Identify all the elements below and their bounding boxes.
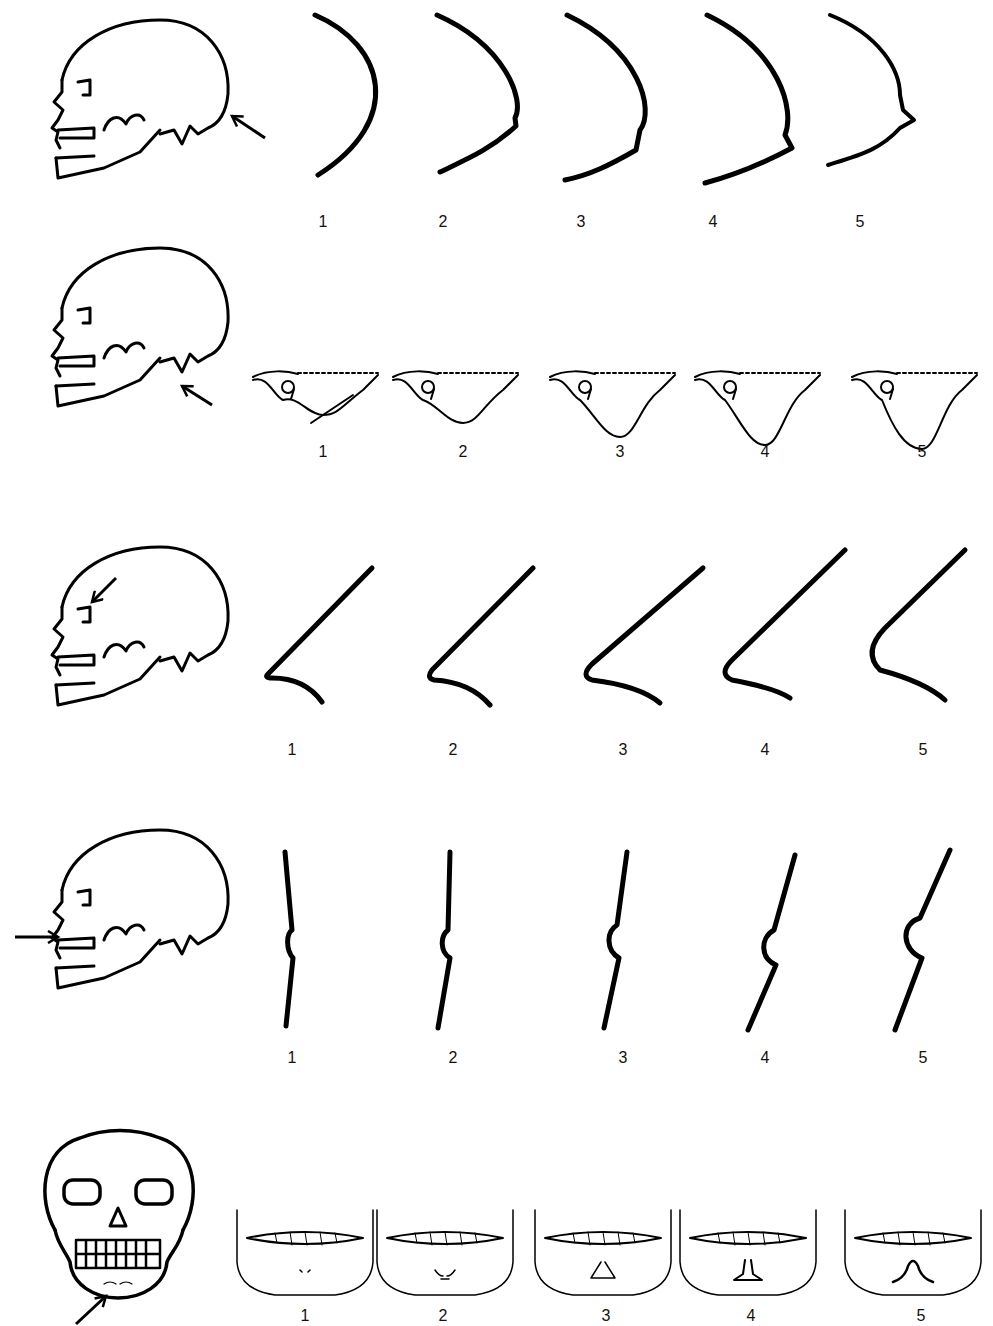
score-number: 4	[761, 1050, 770, 1066]
score-number: 5	[918, 444, 927, 460]
score-number: 1	[301, 1308, 310, 1324]
score-number: 5	[919, 1050, 928, 1066]
score-number: 3	[619, 742, 628, 758]
score-number: 4	[761, 444, 770, 460]
score-number: 2	[459, 444, 468, 460]
score-number: 2	[449, 1050, 458, 1066]
score-number: 2	[449, 742, 458, 758]
score-number: 1	[288, 742, 297, 758]
score-number: 5	[917, 1308, 926, 1324]
score-number: 4	[761, 742, 770, 758]
score-number: 3	[619, 1050, 628, 1066]
score-number: 1	[288, 1050, 297, 1066]
score-number: 2	[439, 1308, 448, 1324]
score-number: 4	[709, 214, 718, 230]
score-number: 3	[602, 1308, 611, 1324]
score-number: 2	[439, 214, 448, 230]
score-number: 4	[747, 1308, 756, 1324]
score-number: 5	[856, 214, 865, 230]
score-number: 3	[616, 444, 625, 460]
score-number: 1	[319, 444, 328, 460]
score-number: 5	[919, 742, 928, 758]
score-number: 3	[577, 214, 586, 230]
score-number: 1	[319, 214, 328, 230]
